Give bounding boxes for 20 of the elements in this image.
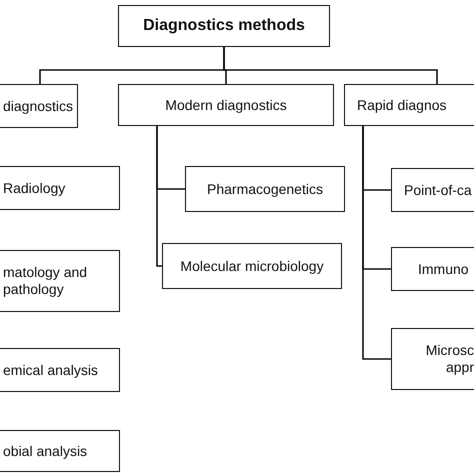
category-label: Microsc appr (424, 342, 474, 376)
category-label: diagnostics (3, 98, 74, 114)
category-label: Point-of-ca (404, 182, 473, 198)
category-label: Radiology (3, 180, 66, 196)
root-label: Diagnostics methods (143, 16, 305, 36)
connector-line (223, 47, 438, 84)
connector-line (156, 126, 162, 267)
category-label: Modern diagnostics (165, 96, 287, 114)
category-label: obial analysis (3, 442, 88, 460)
connector-line (362, 126, 391, 360)
category-box (185, 166, 345, 212)
category-box (118, 84, 334, 126)
category-label: Rapid diagnos (357, 96, 448, 114)
category-box (162, 243, 342, 289)
category-label: Pharmacogenetics (207, 180, 323, 198)
category-label: emical analysis (3, 362, 99, 378)
category-label: matology and pathology (3, 264, 88, 298)
category-label: Immuno (418, 260, 470, 278)
category-label: Molecular microbiology (180, 258, 324, 274)
root-box (118, 5, 330, 47)
